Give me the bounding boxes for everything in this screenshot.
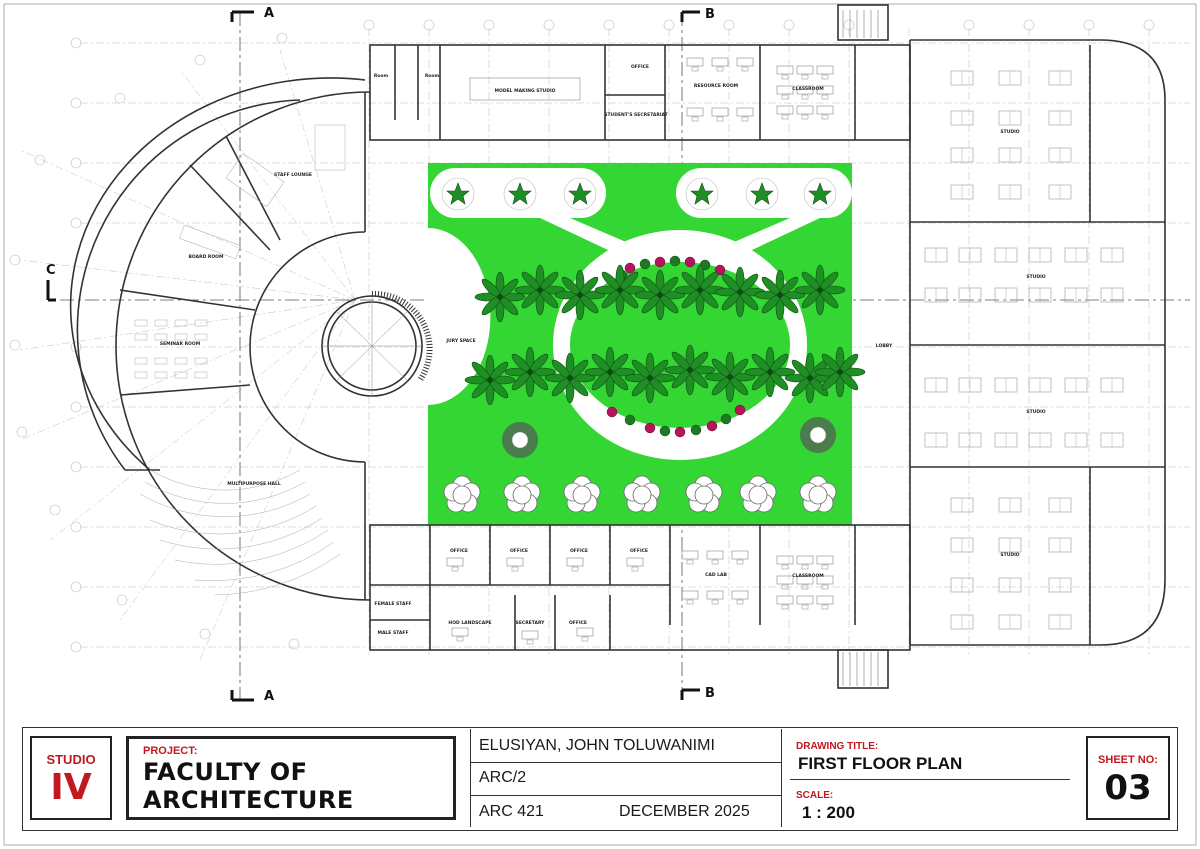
section-marker-a-top: A: [264, 6, 274, 21]
room-label-multipurpose-hall: MULTIPURPOSE HALL: [227, 481, 281, 487]
room-label-model-making-studio: MODEL MAKING STUDIO: [495, 88, 556, 94]
room-label-jury-space: JURY SPACE: [445, 338, 475, 344]
room-label-resource-room: RESOURCE ROOM: [694, 83, 739, 89]
scale-label: SCALE:: [796, 790, 834, 801]
room-label-studio-4: STUDIO: [1000, 552, 1019, 558]
drawing-title-box: DRAWING TITLE: FIRST FLOOR PLAN SCALE: 1…: [790, 733, 1070, 825]
section-marker-b-bottom: B: [705, 686, 715, 701]
room-label-cad-lab: CAD LAB: [705, 572, 727, 578]
sheet-label: SHEET NO:: [1098, 754, 1158, 766]
room-label-office-top: OFFICE: [631, 64, 649, 70]
student-name: ELUSIYAN, JOHN TOLUWANIMI: [479, 737, 715, 754]
room-label-office-4: OFFICE: [630, 548, 648, 554]
sheet-number-box: SHEET NO: 03: [1086, 736, 1170, 820]
submission-date: DECEMBER 2025: [619, 803, 750, 820]
room-label-office-3: OFFICE: [570, 548, 588, 554]
room-label-staff-lounge: STAFF LOUNGE: [274, 172, 312, 178]
room-label-room-2: Room: [425, 73, 440, 79]
room-label-female-staff: FEMALE STAFF: [374, 601, 411, 607]
room-label-office-2: OFFICE: [510, 548, 528, 554]
room-label-hod-landscape: HOD LANDSCAPE: [448, 620, 491, 626]
room-label-classroom-bottom: CLASSROOM: [792, 573, 824, 579]
room-label-lobby: LOBBY: [876, 343, 893, 349]
studio-number: IV: [50, 767, 92, 808]
room-label-classroom-top: CLASSROOM: [792, 86, 824, 92]
room-label-studio-1: STUDIO: [1000, 129, 1019, 135]
course-code: ARC 421: [479, 803, 544, 820]
section-marker-b-top: B: [705, 7, 715, 22]
room-label-secretary: SECRETARY: [516, 620, 546, 626]
scale-value: 1 : 200: [802, 803, 855, 822]
matric-number: ARC/2: [479, 769, 527, 786]
room-label-studio-3: STUDIO: [1026, 409, 1045, 415]
room-label-students-secretariat: STUDENT'S SECRETARIAT: [604, 112, 668, 118]
sheet-number: 03: [1104, 768, 1152, 808]
room-label-male-staff: MALE STAFF: [377, 630, 408, 636]
project-name-line1: FACULTY OF: [143, 758, 308, 786]
room-label-office-1: OFFICE: [450, 548, 468, 554]
section-marker-a-bottom: A: [264, 689, 274, 704]
room-label-office-5: OFFICE: [569, 620, 587, 626]
room-label-room-1: Room: [374, 73, 389, 79]
drawing-title-label: DRAWING TITLE:: [796, 741, 879, 752]
student-info-box: ELUSIYAN, JOHN TOLUWANIMI ARC/2 ARC 421 …: [470, 729, 782, 827]
studio-label: STUDIO: [46, 752, 96, 767]
project-box: PROJECT: FACULTY OF ARCHITECTURE: [126, 736, 456, 820]
room-label-seminar-room: SEMINAR ROOM: [160, 341, 201, 347]
room-label-studio-2: STUDIO: [1026, 274, 1045, 280]
section-marker-c-left: C: [46, 263, 56, 278]
project-name-line2: ARCHITECTURE: [143, 786, 354, 814]
room-label-board-room: BOARD ROOM: [189, 254, 225, 260]
drawing-title: FIRST FLOOR PLAN: [798, 754, 963, 773]
project-label: PROJECT:: [143, 745, 198, 757]
studio-box: STUDIO IV: [30, 736, 112, 820]
